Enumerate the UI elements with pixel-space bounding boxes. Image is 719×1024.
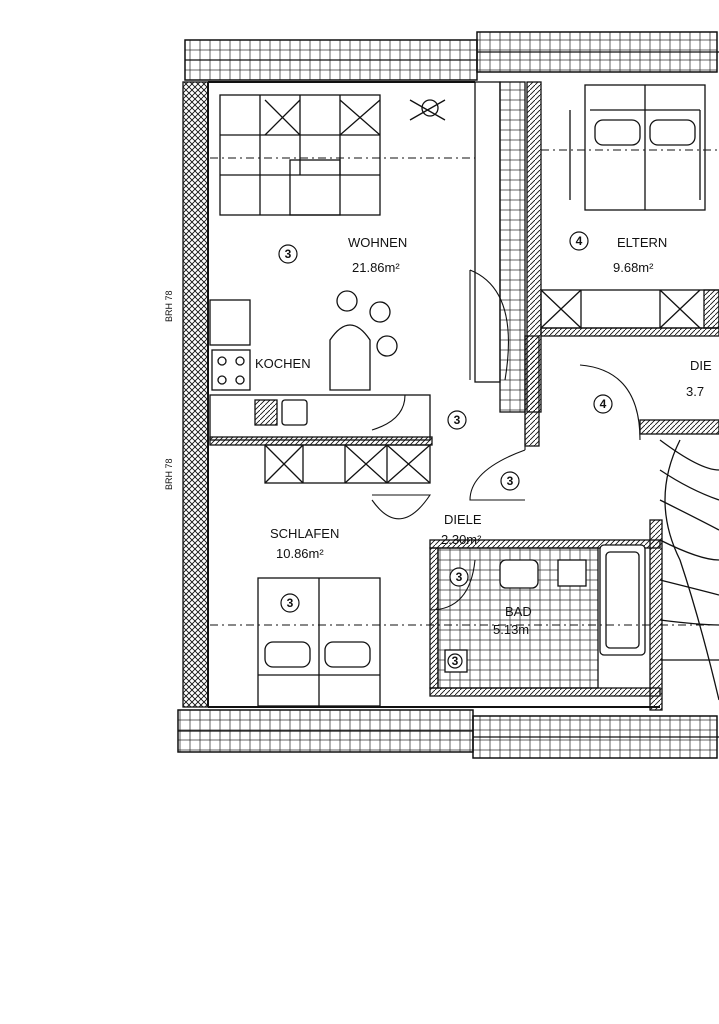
door-swings [371,269,641,611]
schlafen-bed [257,577,381,707]
tag-schlafen: 3 [280,593,300,613]
kitchen-elements [209,299,308,426]
room-name-bad: BAD [505,604,532,619]
staircase [659,439,719,701]
room-name-diele: DIELE [444,512,482,527]
wall-diele [524,335,540,447]
svg-text:4: 4 [576,234,583,248]
svg-text:3: 3 [454,413,461,427]
room-area-diele: 2.30m² [441,532,482,547]
tag-die: 4 [593,394,613,414]
wall-kitchen-schlafen [209,394,433,484]
room-name-die: DIE [690,358,712,373]
room-area-wohnen: 21.86m² [352,260,400,275]
roof-band-bottom [177,709,719,759]
brh-label-lower: BRH 78 [164,458,174,490]
room-name-kochen: KOCHEN [255,356,311,371]
left-wall [182,81,209,708]
wall-eltern-bottom [540,289,719,337]
room-area-schlafen: 10.86m² [276,546,324,561]
room-area-eltern: 9.68m² [613,260,654,275]
eltern-bed [569,84,706,211]
wohnen-furniture [219,94,446,391]
brh-label-upper: BRH 78 [164,290,174,322]
svg-text:4: 4 [600,397,607,411]
tag-corridor: 3 [447,410,467,430]
side-labels: BRH 78 BRH 78 [164,290,174,490]
svg-text:3: 3 [452,654,459,668]
tag-bad-small: 3 [447,653,463,669]
roof-band-top [184,31,719,81]
room-name-eltern: ELTERN [617,235,667,250]
room-name-schlafen: SCHLAFEN [270,526,339,541]
room-tags: 3 4 4 3 3 3 3 3 [278,231,613,669]
ceiling-lines [210,149,719,626]
tag-diele: 3 [500,471,520,491]
bad-walls [429,519,663,711]
room-name-wohnen: WOHNEN [348,235,407,250]
svg-text:3: 3 [285,247,292,261]
tag-wohnen: 3 [278,244,298,264]
wall-stair-top [639,419,719,435]
tag-bad: 3 [449,567,469,587]
room-labels: WOHNEN 21.86m² ELTERN 9.68m² KOCHEN DIE … [255,235,712,637]
room-area-die: 3.7 [686,384,704,399]
room-area-bad: 5.13m [493,622,529,637]
svg-text:3: 3 [287,596,294,610]
tag-eltern: 4 [569,231,589,251]
svg-text:3: 3 [456,570,463,584]
svg-text:3: 3 [507,474,514,488]
wall-wohnen-eltern [474,81,542,413]
outer-walls [207,81,660,708]
